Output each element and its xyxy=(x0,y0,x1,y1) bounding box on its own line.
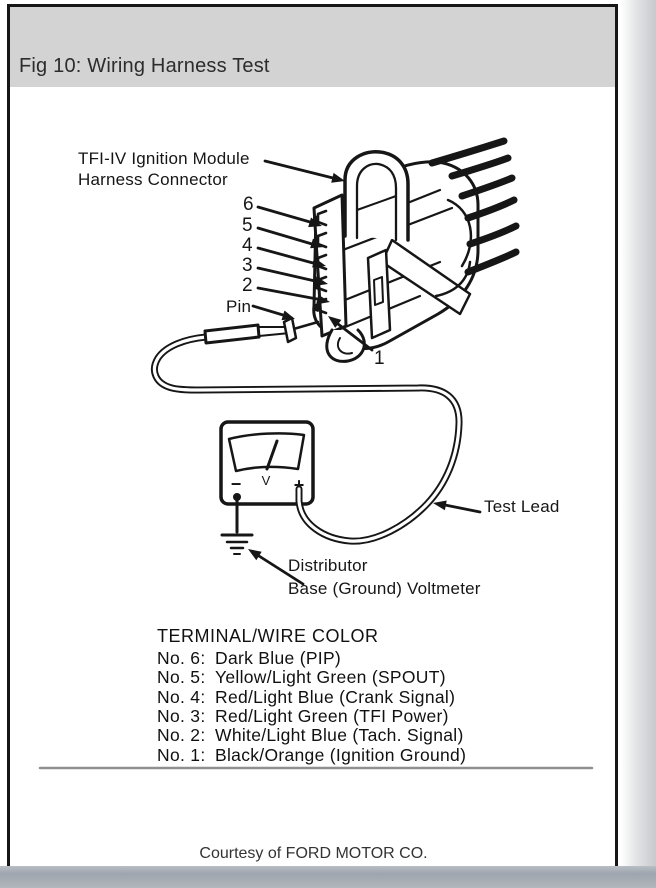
voltmeter-needle xyxy=(265,439,279,471)
harness-wires xyxy=(428,137,520,276)
figure-title: Fig 10: Wiring Harness Test xyxy=(19,55,270,77)
wire-table-row: No. 3: Red/Light Green (TFI Power) xyxy=(157,706,449,727)
pin-number-label-5: 5 xyxy=(242,215,253,236)
voltmeter-minus: − xyxy=(231,474,242,494)
callout-arrows xyxy=(248,159,482,586)
ground-label-line1: Distributor xyxy=(288,556,368,575)
pin-number-label-4: 4 xyxy=(242,235,253,256)
pin-number-label-6: 6 xyxy=(243,194,254,215)
wire-table-row: No. 6: Dark Blue (PIP) xyxy=(157,648,341,669)
terminal-number: No. 5: xyxy=(157,667,206,687)
ground-label-line2: Base (Ground) Voltmeter xyxy=(288,579,481,598)
wire-color: Black/Orange (Ignition Ground) xyxy=(215,745,467,765)
voltmeter-plus: + xyxy=(294,475,305,495)
terminal-number: No. 6: xyxy=(157,648,206,668)
harness-connector-drawing xyxy=(312,137,520,363)
pin-number-label-1: 1 xyxy=(374,348,385,369)
test-probe xyxy=(203,316,320,345)
wire-color: Red/Light Green (TFI Power) xyxy=(215,706,449,726)
terminal-number: No. 1: xyxy=(157,745,206,765)
wire-color: Dark Blue (PIP) xyxy=(215,648,342,668)
bottom-bar xyxy=(0,866,656,888)
wire-color: Yellow/Light Green (SPOUT) xyxy=(215,667,446,687)
pin-number-label-3: 3 xyxy=(242,255,253,276)
connector-label-line2: Harness Connector xyxy=(78,170,228,189)
wire-color: Red/Light Blue (Crank Signal) xyxy=(215,687,456,707)
wire-color: White/Light Blue (Tach. Signal) xyxy=(215,725,464,745)
pin-label: Pin xyxy=(226,297,252,316)
wire-table-row: No. 4: Red/Light Blue (Crank Signal) xyxy=(157,687,455,708)
terminal-number: No. 3: xyxy=(157,706,206,726)
connector-label-line1: TFI-IV Ignition Module xyxy=(78,149,250,168)
footer-credit: Courtesy of FORD MOTOR CO. xyxy=(199,845,428,862)
wire-table-row: No. 1: Black/Orange (Ignition Ground) xyxy=(157,745,466,766)
wire-table-row: No. 2: White/Light Blue (Tach. Signal) xyxy=(157,725,464,746)
voltmeter-unit: V xyxy=(262,473,271,488)
figure-header: Fig 10: Wiring Harness Test xyxy=(10,7,615,87)
wire-table-heading: TERMINAL/WIRE COLOR xyxy=(157,626,379,646)
terminal-number: No. 4: xyxy=(157,687,206,707)
figure-window: Fig 10: Wiring Harness Test xyxy=(7,4,618,870)
window-shadow xyxy=(621,0,656,866)
terminal-number: No. 2: xyxy=(157,725,206,745)
pin-number-label-2: 2 xyxy=(242,275,253,296)
test-lead-label: Test Lead xyxy=(484,497,560,516)
test-lead-wire xyxy=(151,316,463,545)
voltmeter-drawing: V − + xyxy=(219,420,315,555)
ground-symbol xyxy=(220,498,254,555)
wire-table-row: No. 5: Yellow/Light Green (SPOUT) xyxy=(157,667,446,688)
